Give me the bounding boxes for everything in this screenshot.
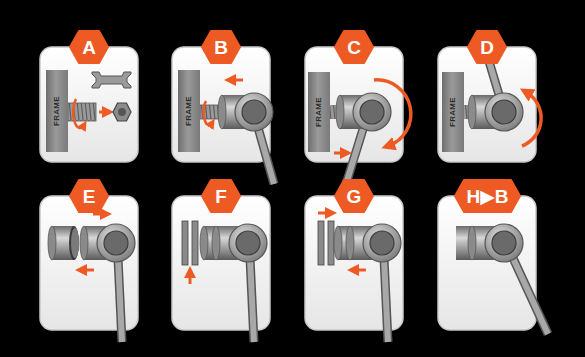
frame-bar: FRAME xyxy=(178,70,200,152)
step-badge: G xyxy=(334,179,374,213)
frame-label: FRAME xyxy=(185,96,193,126)
step-letter: A xyxy=(82,38,96,57)
step-letter: B xyxy=(214,38,228,57)
step-c-drawing xyxy=(330,80,411,184)
step-h-drawing xyxy=(456,224,548,334)
step-a-drawing xyxy=(68,72,131,128)
badge-shape xyxy=(335,180,373,212)
badge-shape xyxy=(335,31,373,63)
badge-shape xyxy=(455,180,520,212)
step-badge: D xyxy=(467,30,507,64)
step-letter: H▶B xyxy=(466,187,508,206)
step-badge: C xyxy=(334,30,374,64)
frame-label: FRAME xyxy=(315,97,323,127)
step-f-drawing xyxy=(182,221,267,342)
step-letter: F xyxy=(215,187,227,206)
step-e-drawing xyxy=(48,214,135,342)
badge-shape xyxy=(468,31,506,63)
step-letter: E xyxy=(83,187,96,206)
step-badge: F xyxy=(201,179,241,213)
badge-shape xyxy=(70,180,108,212)
frame-label: FRAME xyxy=(449,97,457,127)
frame-bar: FRAME xyxy=(442,72,464,152)
step-b-drawing xyxy=(200,80,274,184)
step-badge: E xyxy=(69,179,109,213)
step-panel xyxy=(40,47,536,330)
frame-bar: FRAME xyxy=(46,70,68,152)
step-letter: G xyxy=(347,187,362,206)
frame-bar: FRAME xyxy=(308,72,330,152)
badge-shape xyxy=(202,180,240,212)
step-g-drawing xyxy=(318,213,401,342)
step-letter: D xyxy=(480,38,494,57)
frame-label: FRAME xyxy=(53,96,61,126)
badge-shape xyxy=(202,31,240,63)
step-letter: C xyxy=(347,38,361,57)
step-badge: H▶B xyxy=(454,179,521,213)
badge-shape xyxy=(70,31,108,63)
step-badge: A xyxy=(69,30,109,64)
step-badge: B xyxy=(201,30,241,64)
